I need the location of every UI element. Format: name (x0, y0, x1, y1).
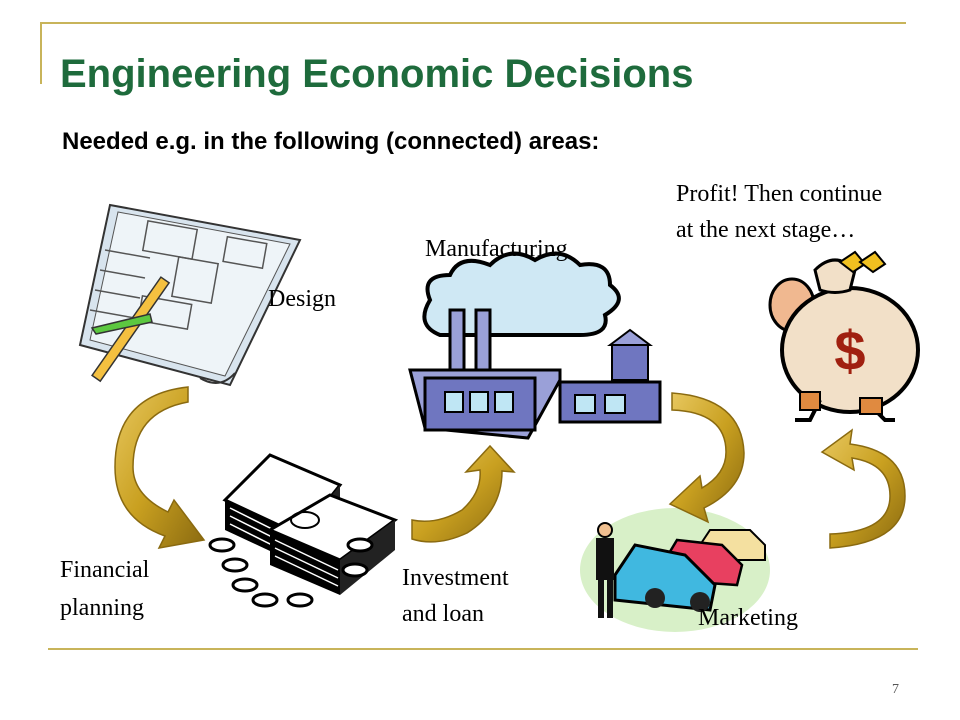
factory-icon (408, 251, 662, 440)
label-profit-line2: at the next stage… (676, 217, 856, 243)
label-investment-line2: and loan (402, 601, 484, 627)
label-investment-line1: Investment (402, 565, 509, 591)
page-number: 7 (892, 682, 899, 697)
curved-arrow-icon (114, 386, 906, 549)
money-bag-man-icon: $ (768, 250, 920, 422)
blueprint-icon (78, 203, 302, 387)
label-design: Design (268, 286, 336, 312)
frame-bottom-line (48, 648, 918, 650)
label-financial-line2: planning (60, 595, 144, 621)
cash-stack-icon (208, 453, 399, 608)
dollar-sign: $ (834, 319, 865, 382)
slide-subtitle: Needed e.g. in the following (connected)… (62, 128, 600, 155)
frame-top-line (40, 22, 906, 24)
frame-left-line (40, 22, 42, 84)
label-financial-line1: Financial (60, 557, 150, 583)
label-marketing: Marketing (698, 605, 798, 631)
cars-salesman-icon (580, 508, 770, 632)
slide-title: Engineering Economic Decisions (60, 52, 694, 96)
label-manufacturing: Manufacturing (425, 236, 568, 262)
label-profit-line1: Profit! Then continue (676, 181, 883, 207)
